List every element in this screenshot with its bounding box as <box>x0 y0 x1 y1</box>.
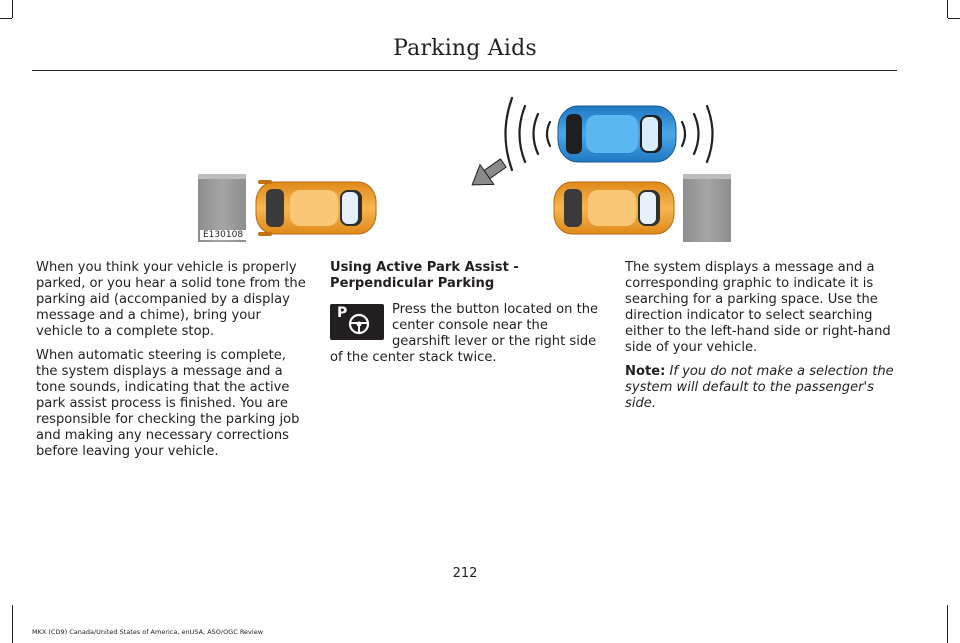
active-park-assist-perpendicular-illustration <box>198 96 731 242</box>
paragraph: Press the button located on the center c… <box>330 302 599 365</box>
park-assist-button-icon: P <box>330 304 384 340</box>
crop-mark <box>947 605 948 643</box>
figure-code: E130108 <box>200 230 247 240</box>
paragraph: When automatic steering is complete, the… <box>36 348 300 459</box>
sensor-waves-right <box>680 104 714 164</box>
column-left: When you think your vehicle is properly … <box>36 260 310 468</box>
note-label: Note: <box>625 364 666 379</box>
paragraph: When you think your vehicle is properly … <box>36 260 306 339</box>
footer-text: MKX (CD9) Canada/United States of Americ… <box>32 628 264 636</box>
crop-mark <box>947 0 948 18</box>
paragraph: The system displays a message and a corr… <box>625 260 891 355</box>
header-divider <box>32 70 897 71</box>
active-car <box>557 105 677 163</box>
parked-car-right <box>553 181 675 235</box>
note-text: If you do not make a selection the syste… <box>625 364 894 411</box>
parked-car-left <box>255 180 377 236</box>
park-letter: P <box>337 305 348 321</box>
crop-mark <box>948 18 960 19</box>
page-number: 212 <box>452 566 478 581</box>
column-right: The system displays a message and a corr… <box>625 260 897 420</box>
note: Note: If you do not make a selection the… <box>625 364 897 412</box>
page-title: Parking Aids <box>393 36 537 61</box>
column-middle: Using Active Park Assist - Perpendicular… <box>330 260 602 374</box>
section-heading: Using Active Park Assist - Perpendicular… <box>330 260 519 291</box>
direction-arrow <box>471 158 507 186</box>
crop-mark <box>0 18 12 19</box>
curb-right <box>683 174 731 242</box>
sensor-waves-left <box>504 96 552 172</box>
crop-mark <box>12 605 13 643</box>
crop-mark <box>12 0 13 18</box>
